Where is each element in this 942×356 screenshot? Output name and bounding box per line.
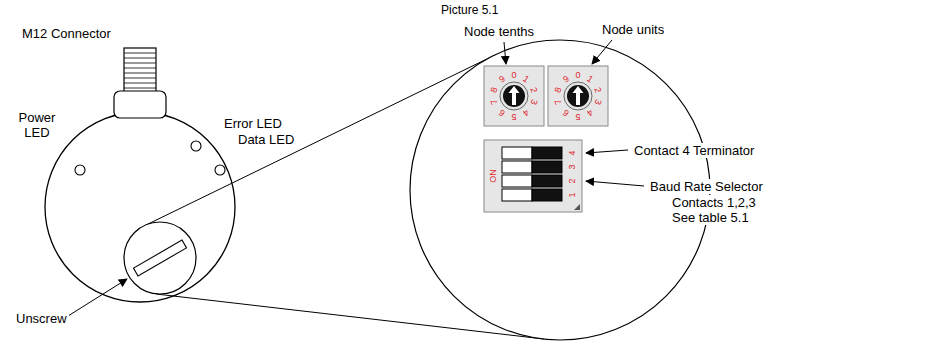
leader-arrow bbox=[504, 42, 506, 64]
contact-number: 3 bbox=[567, 164, 577, 169]
part-label: See table 5.1 bbox=[670, 210, 751, 225]
m12-connector bbox=[114, 48, 166, 118]
error-led bbox=[191, 141, 201, 151]
dial-digit: 7 bbox=[552, 99, 563, 107]
contact-number: 1 bbox=[567, 192, 577, 197]
screw-slot bbox=[134, 240, 187, 276]
dial-digit: 4 bbox=[521, 107, 531, 118]
part-label: Power LED bbox=[8, 110, 66, 140]
dial-digit: 5 bbox=[511, 112, 516, 122]
part-label: Data LED bbox=[236, 132, 296, 147]
dial-digit: 9 bbox=[497, 73, 507, 84]
leader-arrow bbox=[586, 150, 628, 153]
dial-digit: 2 bbox=[592, 86, 603, 94]
dial-digit: 0 bbox=[511, 70, 516, 80]
part-label: Node units bbox=[600, 22, 666, 37]
part-label: Unscrew bbox=[14, 311, 69, 326]
part-label: Node tenths bbox=[462, 24, 536, 39]
dial-digit: 3 bbox=[592, 99, 603, 107]
contact-number: 4 bbox=[567, 150, 577, 155]
rotary-switch bbox=[548, 66, 608, 126]
dial-digit: 4 bbox=[585, 107, 595, 118]
contact-number: 2 bbox=[567, 178, 577, 183]
leader-arrow bbox=[586, 181, 644, 186]
part-label: Baud Rate Selector bbox=[648, 179, 765, 194]
dial-digit: 3 bbox=[528, 99, 539, 107]
dial-digit: 0 bbox=[575, 70, 580, 80]
dip-marking: ON bbox=[488, 169, 498, 183]
dial-digit: 2 bbox=[528, 86, 539, 94]
power-led bbox=[75, 165, 85, 175]
part-label: Contacts 1,2,3 bbox=[670, 195, 758, 210]
leader-arrow bbox=[592, 40, 612, 64]
part-label: Error LED bbox=[222, 116, 284, 131]
dial-digit: 6 bbox=[561, 107, 571, 118]
dial-digit: 1 bbox=[585, 73, 595, 84]
part-label: M12 Connector bbox=[20, 26, 113, 41]
dip-switch bbox=[484, 140, 582, 212]
rotary-switch bbox=[484, 66, 544, 126]
dial-digit: 1 bbox=[521, 73, 531, 84]
encoder-body bbox=[45, 112, 235, 302]
data-led bbox=[215, 165, 225, 175]
dial-digit: 5 bbox=[575, 112, 580, 122]
dial-digit: 8 bbox=[488, 86, 499, 94]
dial-digit: 6 bbox=[497, 107, 507, 118]
figure-title: Picture 5.1 bbox=[441, 3, 498, 17]
dial-digit: 7 bbox=[488, 99, 499, 107]
part-label: Contact 4 Terminator bbox=[632, 143, 756, 158]
dial-digit: 8 bbox=[552, 86, 563, 94]
leader-arrow bbox=[68, 279, 127, 316]
dial-digit: 9 bbox=[561, 73, 571, 84]
cover-window bbox=[124, 222, 196, 294]
